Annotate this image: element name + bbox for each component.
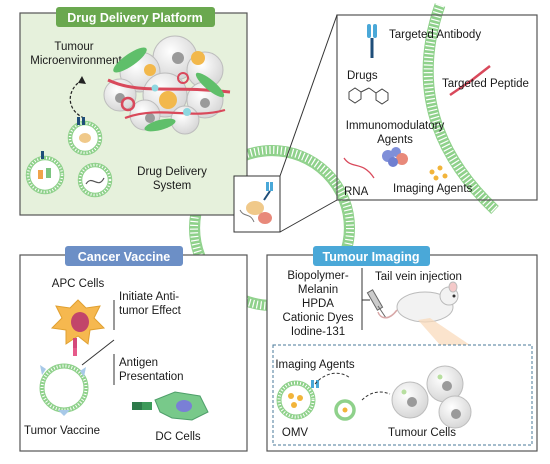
delivery-vesicle-1 xyxy=(67,117,103,156)
tumour-label-2: Microenvironment xyxy=(30,55,122,67)
dc-cell-icon xyxy=(132,391,209,421)
imaging-detail-box xyxy=(272,344,533,446)
targeted-antibody-icon xyxy=(367,24,377,58)
cancer-vaccine-panel: Cancer Vaccine APC Cells Initiate Anti- … xyxy=(19,246,248,452)
tumour-imaging-panel: Tumour Imaging Biopolymer- Melanin HPDA … xyxy=(266,246,538,452)
mouse-icon xyxy=(377,281,470,345)
imaging-agents-label-2: Imaging Agents xyxy=(275,359,355,371)
tumor-vaccine-icon xyxy=(39,363,89,416)
initiate-label-1: Initiate Anti- xyxy=(119,291,179,303)
immunomodulatory-agents-icon xyxy=(382,147,408,167)
apc-cell-icon xyxy=(50,299,106,356)
drug-delivery-header xyxy=(56,7,215,27)
tumour-microenvironment-illustration xyxy=(103,35,231,135)
tumour-label-1: Tumour xyxy=(54,41,93,53)
syringe-icon xyxy=(366,289,387,319)
tumor-vaccine-label: Tumor Vaccine xyxy=(24,425,100,437)
antigen-label-2: Presentation xyxy=(119,371,184,383)
rna-label: RNA xyxy=(344,186,369,198)
drug-delivery-panel: Drug Delivery Platform Tumour Microenvir… xyxy=(19,7,248,216)
tumour-imaging-header xyxy=(313,246,430,266)
small-omv-icon xyxy=(334,399,356,421)
omv-label: OMV xyxy=(282,427,309,439)
drug-delivery-title: Drug Delivery Platform xyxy=(67,11,202,25)
delivery-vesicle-3 xyxy=(77,162,113,198)
drug-molecule-icon xyxy=(348,87,389,105)
drugs-label: Drugs xyxy=(347,70,378,82)
inset-panel: Targeted Antibody Drugs Targeted Peptide… xyxy=(336,14,538,201)
targeted-peptide-icon xyxy=(449,65,491,97)
tumour-imaging-title: Tumour Imaging xyxy=(323,250,420,264)
cancer-vaccine-title: Cancer Vaccine xyxy=(78,250,170,264)
tumour-cells-label: Tumour Cells xyxy=(388,427,456,439)
rna-icon xyxy=(343,157,375,179)
tail-vein-label: Tail vein injection xyxy=(375,271,462,283)
inset-membrane-arc xyxy=(422,3,499,214)
immunomodulatory-label-1: Immunomodulatory xyxy=(346,120,445,132)
delivery-system-label-2: System xyxy=(153,180,191,192)
agent-biopolymer: Biopolymer- xyxy=(287,270,349,282)
delivery-system-label-1: Drug Delivery xyxy=(137,166,207,178)
targeted-peptide-label: Targeted Peptide xyxy=(442,78,529,90)
agent-iodine: Iodine-131 xyxy=(291,326,345,338)
zoom-box xyxy=(233,14,338,233)
targeted-antibody-label: Targeted Antibody xyxy=(389,29,481,41)
agent-cationic-dyes: Cationic Dyes xyxy=(283,312,354,324)
initiate-label-2: tumor Effect xyxy=(119,305,182,317)
antigen-label-1: Antigen xyxy=(119,357,158,369)
apc-cells-label: APC Cells xyxy=(52,278,105,290)
immunomodulatory-label-2: Agents xyxy=(377,134,413,146)
tumour-cells-icon xyxy=(391,365,472,429)
imaging-agents-label: Imaging Agents xyxy=(393,183,473,195)
agent-melanin: Melanin xyxy=(298,284,338,296)
cancer-vaccine-header xyxy=(65,246,183,266)
omv-icon xyxy=(276,380,319,420)
imaging-agents-icon xyxy=(429,165,448,181)
dc-cells-label: DC Cells xyxy=(155,431,201,443)
delivery-vesicle-2 xyxy=(25,151,65,195)
arrow-head xyxy=(78,76,86,84)
agent-hpda: HPDA xyxy=(302,298,334,310)
